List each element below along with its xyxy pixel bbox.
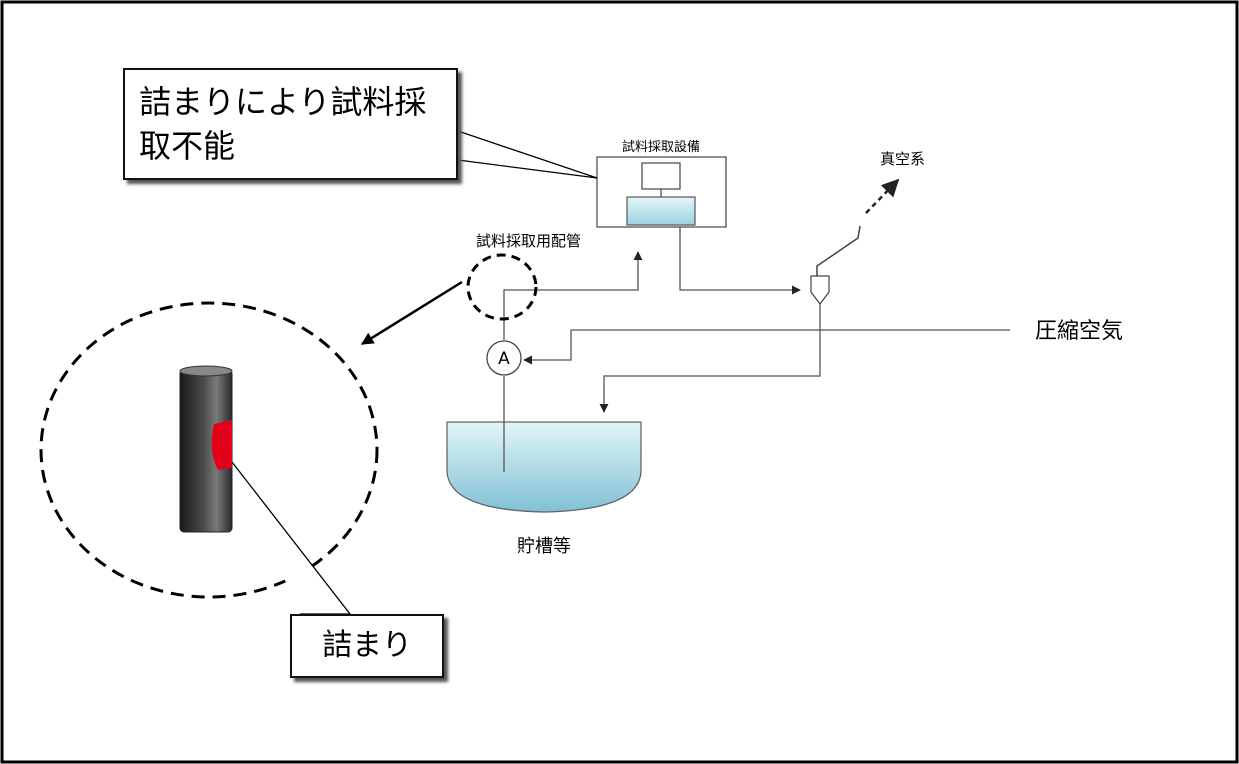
- tank-label: 貯槽等: [517, 536, 571, 557]
- callout-clog-pointer: [231, 461, 352, 615]
- pipe-compressed-air: [523, 329, 1010, 365]
- callout-clog: 詰まり: [290, 614, 444, 678]
- callout-blockage-pointer: [454, 129, 598, 179]
- separator-pot: [810, 275, 830, 305]
- pipe-sampler-to-separator: [679, 227, 801, 295]
- pipe-to-vacuum: [816, 225, 861, 276]
- airlift-symbol: [486, 340, 522, 376]
- vacuum-arrow: [865, 178, 900, 214]
- pipe-opening: [179, 365, 233, 377]
- callout-blockage: 詰まりにより試料採 取不能: [123, 68, 458, 180]
- callout-clog-text: 詰まり: [322, 628, 412, 663]
- sampler-vessel: [626, 196, 696, 226]
- sampler-needle-holder: [641, 162, 681, 190]
- sampling-pipe-highlight: [466, 253, 538, 321]
- tank: [446, 421, 642, 513]
- zoom-arrow: [360, 280, 463, 346]
- pipe-separator-return: [599, 304, 821, 413]
- clog-deposit: [211, 420, 232, 470]
- airlift-letter: A: [498, 349, 510, 369]
- zoom-circle: [39, 301, 379, 599]
- sampler-label: 試料採取設備: [622, 139, 700, 155]
- pipe-airlift-to-sampler: [503, 251, 643, 340]
- callout-blockage-line1: 詰まりにより試料採: [139, 83, 427, 121]
- vacuum-label: 真空系: [880, 150, 925, 168]
- sampling-pipe-label: 試料採取用配管: [476, 232, 581, 250]
- compressed-air-label: 圧縮空気: [1035, 319, 1123, 344]
- callout-blockage-line2: 取不能: [139, 127, 236, 165]
